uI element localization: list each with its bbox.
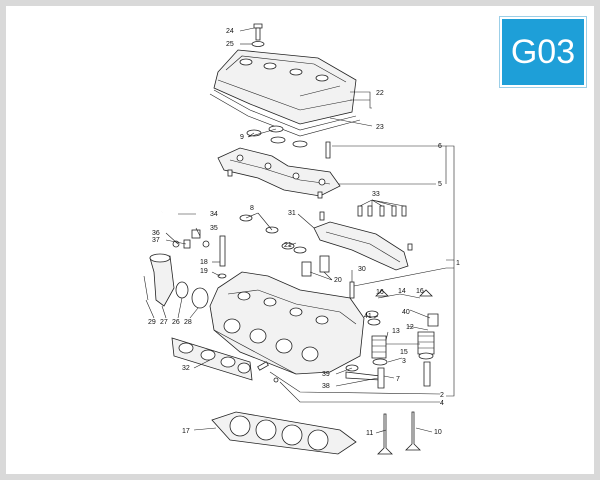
label-10: 10: [434, 429, 442, 436]
label-11: 11: [366, 430, 373, 437]
valve-cover-part: [213, 49, 357, 125]
label-38: 38: [322, 383, 330, 390]
label-34: 34: [210, 211, 218, 218]
label-35: 35: [210, 225, 218, 232]
label-7: 7: [396, 376, 400, 383]
label-12: 12: [406, 324, 414, 331]
part-number-labels: 24 25 22 23 9 6 5 33 8 31 34 35 36 37 21…: [148, 28, 460, 437]
label-16b: 16: [416, 288, 424, 295]
exhaust-gasket-part: [171, 337, 253, 381]
label-22: 22: [376, 90, 384, 97]
label-6: 6: [438, 143, 442, 150]
camshaft-caps-part: [217, 147, 341, 199]
label-5: 5: [438, 181, 442, 188]
thermostat-housing-part: [143, 253, 209, 309]
label-23: 23: [376, 124, 384, 131]
label-24: 24: [226, 28, 234, 35]
label-17: 17: [182, 428, 190, 435]
long-bolt-part: [325, 141, 331, 159]
label-28: 28: [184, 319, 192, 326]
label-18: 18: [200, 259, 208, 266]
label-14: 14: [398, 288, 406, 295]
oil-gallery-plate-part: [313, 221, 413, 271]
cylinder-head-part: [209, 271, 365, 375]
label-41: 41: [364, 313, 372, 320]
section-code-badge: G03: [500, 17, 586, 87]
label-32: 32: [182, 365, 190, 372]
head-bolt-part: [345, 364, 381, 381]
label-16a: 16: [376, 289, 384, 296]
label-25: 25: [226, 41, 234, 48]
label-3: 3: [402, 358, 406, 365]
section-code: G03: [510, 32, 576, 71]
coolant-pipe-part: [161, 208, 210, 249]
valves-part: [377, 411, 421, 455]
label-36: 36: [152, 230, 160, 237]
screws-part: [319, 205, 407, 221]
head-gasket-part: [211, 411, 357, 455]
label-15: 15: [400, 349, 408, 356]
bolt-part: [251, 23, 265, 47]
label-21: 21: [284, 242, 292, 249]
label-31: 31: [288, 210, 296, 217]
label-20: 20: [334, 277, 342, 284]
dowel-pin-part: [257, 361, 269, 371]
label-33: 33: [372, 191, 380, 198]
label-13: 13: [392, 328, 400, 335]
small-bolt-part: [349, 281, 355, 299]
label-19: 19: [200, 268, 208, 275]
stud-part: [217, 235, 227, 279]
label-1: 1: [456, 260, 460, 267]
label-2: 2: [440, 392, 444, 399]
label-29: 29: [148, 319, 156, 326]
label-4: 4: [440, 400, 444, 407]
leader-lines: [145, 27, 455, 434]
label-40: 40: [402, 309, 410, 316]
label-8: 8: [250, 205, 254, 212]
label-37: 37: [152, 237, 160, 244]
o-ring-part: [239, 214, 279, 234]
label-26: 26: [172, 319, 180, 326]
plug-part: [273, 377, 279, 383]
label-9: 9: [240, 134, 244, 141]
label-27: 27: [160, 319, 168, 326]
label-30: 30: [358, 266, 366, 273]
valve-train-part: [365, 289, 439, 389]
label-39: 39: [322, 371, 330, 378]
